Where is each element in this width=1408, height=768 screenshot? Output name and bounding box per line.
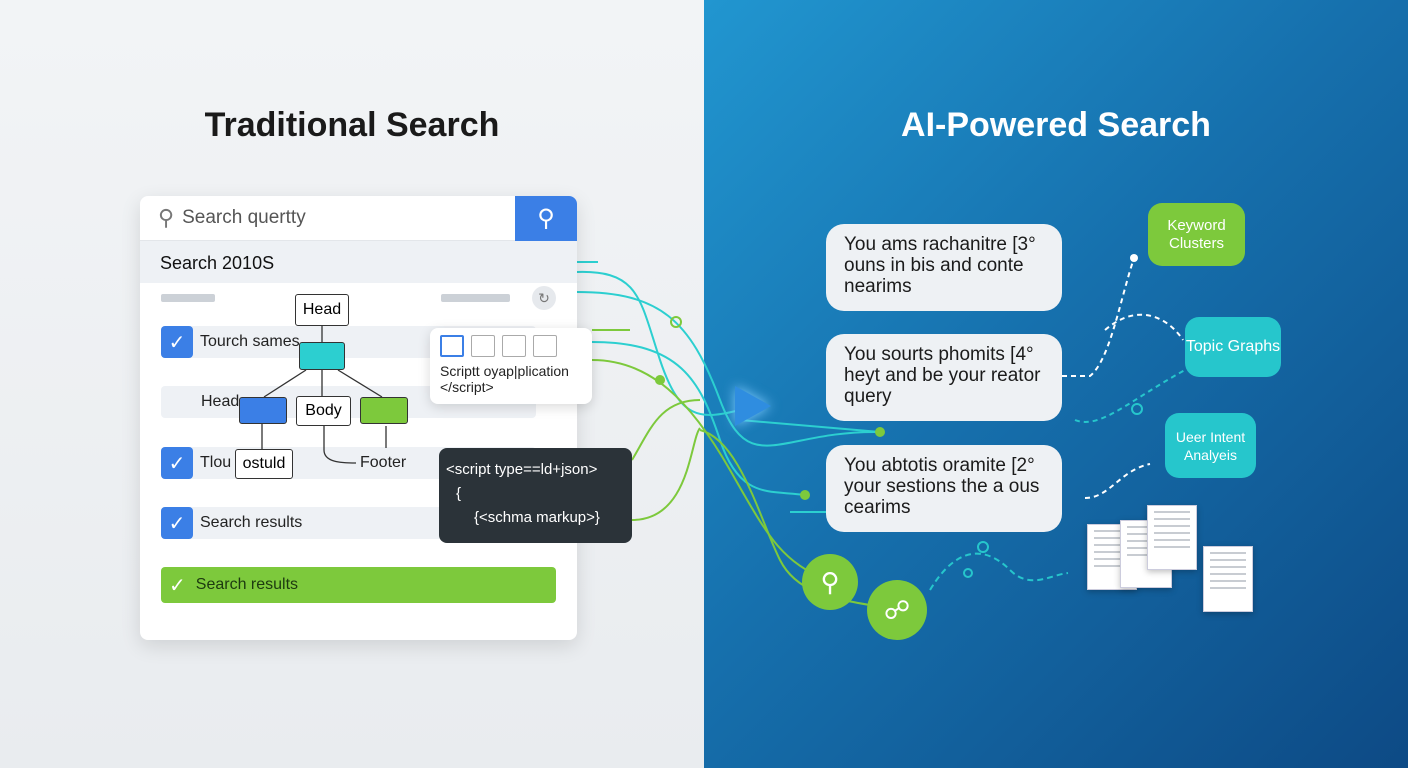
results-header: Search 2010S [140, 241, 577, 283]
arrow-icon [735, 386, 771, 426]
search-icon: ⚲ [158, 205, 175, 230]
refresh-icon[interactable]: ↻ [532, 286, 556, 310]
row-label: Tlou [200, 454, 232, 471]
code-block: <script type==ld+json> { {<schma markup>… [439, 448, 632, 543]
node-head: Head [295, 294, 349, 326]
option-box[interactable] [440, 335, 464, 357]
dom-tree-arrows [261, 326, 387, 464]
checkbox-checked[interactable]: ✓ [161, 507, 193, 539]
network-icon: ☍ [867, 580, 927, 640]
chat-bubble: You ams rachanitre [3° ouns in bis and c… [826, 224, 1062, 311]
ai-title: AI-Powered Search [901, 106, 1211, 144]
tag-topic-graphs[interactable]: Topic Graphs [1185, 317, 1281, 377]
row-label: Tourch sames [200, 333, 300, 350]
tooltip-line: </script> [440, 379, 494, 395]
ai-panel: AI-Powered Search [704, 0, 1408, 768]
chat-bubble: You sourts phomits [4° heyt and be your … [826, 334, 1062, 421]
tooltip-line: Scriptt οyap|plication [440, 363, 569, 379]
tag-keyword-clusters[interactable]: Keyword Clusters [1148, 203, 1245, 266]
highlighted-result[interactable]: ✓ Search results [161, 567, 556, 603]
checkbox-checked[interactable]: ✓ [161, 447, 193, 479]
node-ostuld: ostuld [235, 449, 293, 479]
row-label: Search results [195, 576, 299, 593]
document-icon [1147, 505, 1197, 570]
check-icon: ✓ [169, 574, 186, 597]
search-placeholder: Search quertty [182, 207, 306, 228]
document-icon [1120, 520, 1172, 588]
code-line: { [456, 485, 462, 502]
footer-label: Footer [360, 454, 407, 471]
row-label: Search results [200, 514, 303, 531]
search-button[interactable]: ⚲ [515, 196, 577, 241]
code-line: <script type==ld+json> [446, 461, 598, 478]
node-green [360, 397, 408, 424]
chat-bubble: You abtotis oramite [2° your sestions th… [826, 445, 1062, 532]
row-label: Head [201, 393, 240, 410]
node-cyan [299, 342, 345, 370]
search-icon: ⚲ [537, 205, 555, 232]
placeholder-bar [441, 294, 510, 302]
option-box[interactable] [502, 335, 526, 357]
option-box[interactable] [533, 335, 557, 357]
node-body: Body [296, 396, 351, 426]
placeholder-bar [161, 294, 215, 302]
code-line: {<schma markup>} [474, 509, 600, 526]
checkbox-checked[interactable]: ✓ [161, 326, 193, 358]
tag-user-intent[interactable]: Ueer Intent Analyeis [1165, 413, 1256, 478]
search-ai-icon: ⚲ [802, 554, 858, 610]
node-blue [239, 397, 287, 424]
option-box[interactable] [471, 335, 495, 357]
traditional-title: Traditional Search [204, 106, 500, 144]
document-icon [1203, 546, 1253, 612]
search-input[interactable]: ⚲ Search quertty [140, 196, 515, 241]
script-tooltip: Scriptt οyap|plication </script> [430, 328, 592, 404]
